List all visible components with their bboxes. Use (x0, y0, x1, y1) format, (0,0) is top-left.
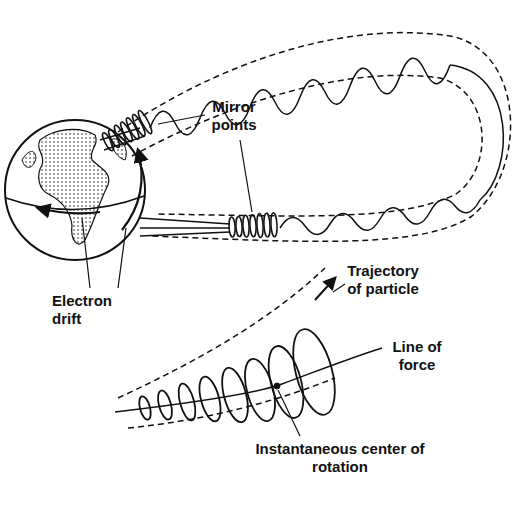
field-line-tube (118, 33, 511, 242)
callout-label: Electron drift (52, 292, 134, 328)
callout-label: Instantaneous center of rotation (250, 440, 430, 476)
leader-lines (82, 115, 252, 288)
callout-label: Mirror points (195, 98, 273, 134)
callout-label: Line of force (385, 338, 449, 374)
callout-label: Trajectory of particle (338, 262, 428, 298)
helix-inset (115, 268, 382, 436)
particle-trajectory (99, 58, 503, 239)
